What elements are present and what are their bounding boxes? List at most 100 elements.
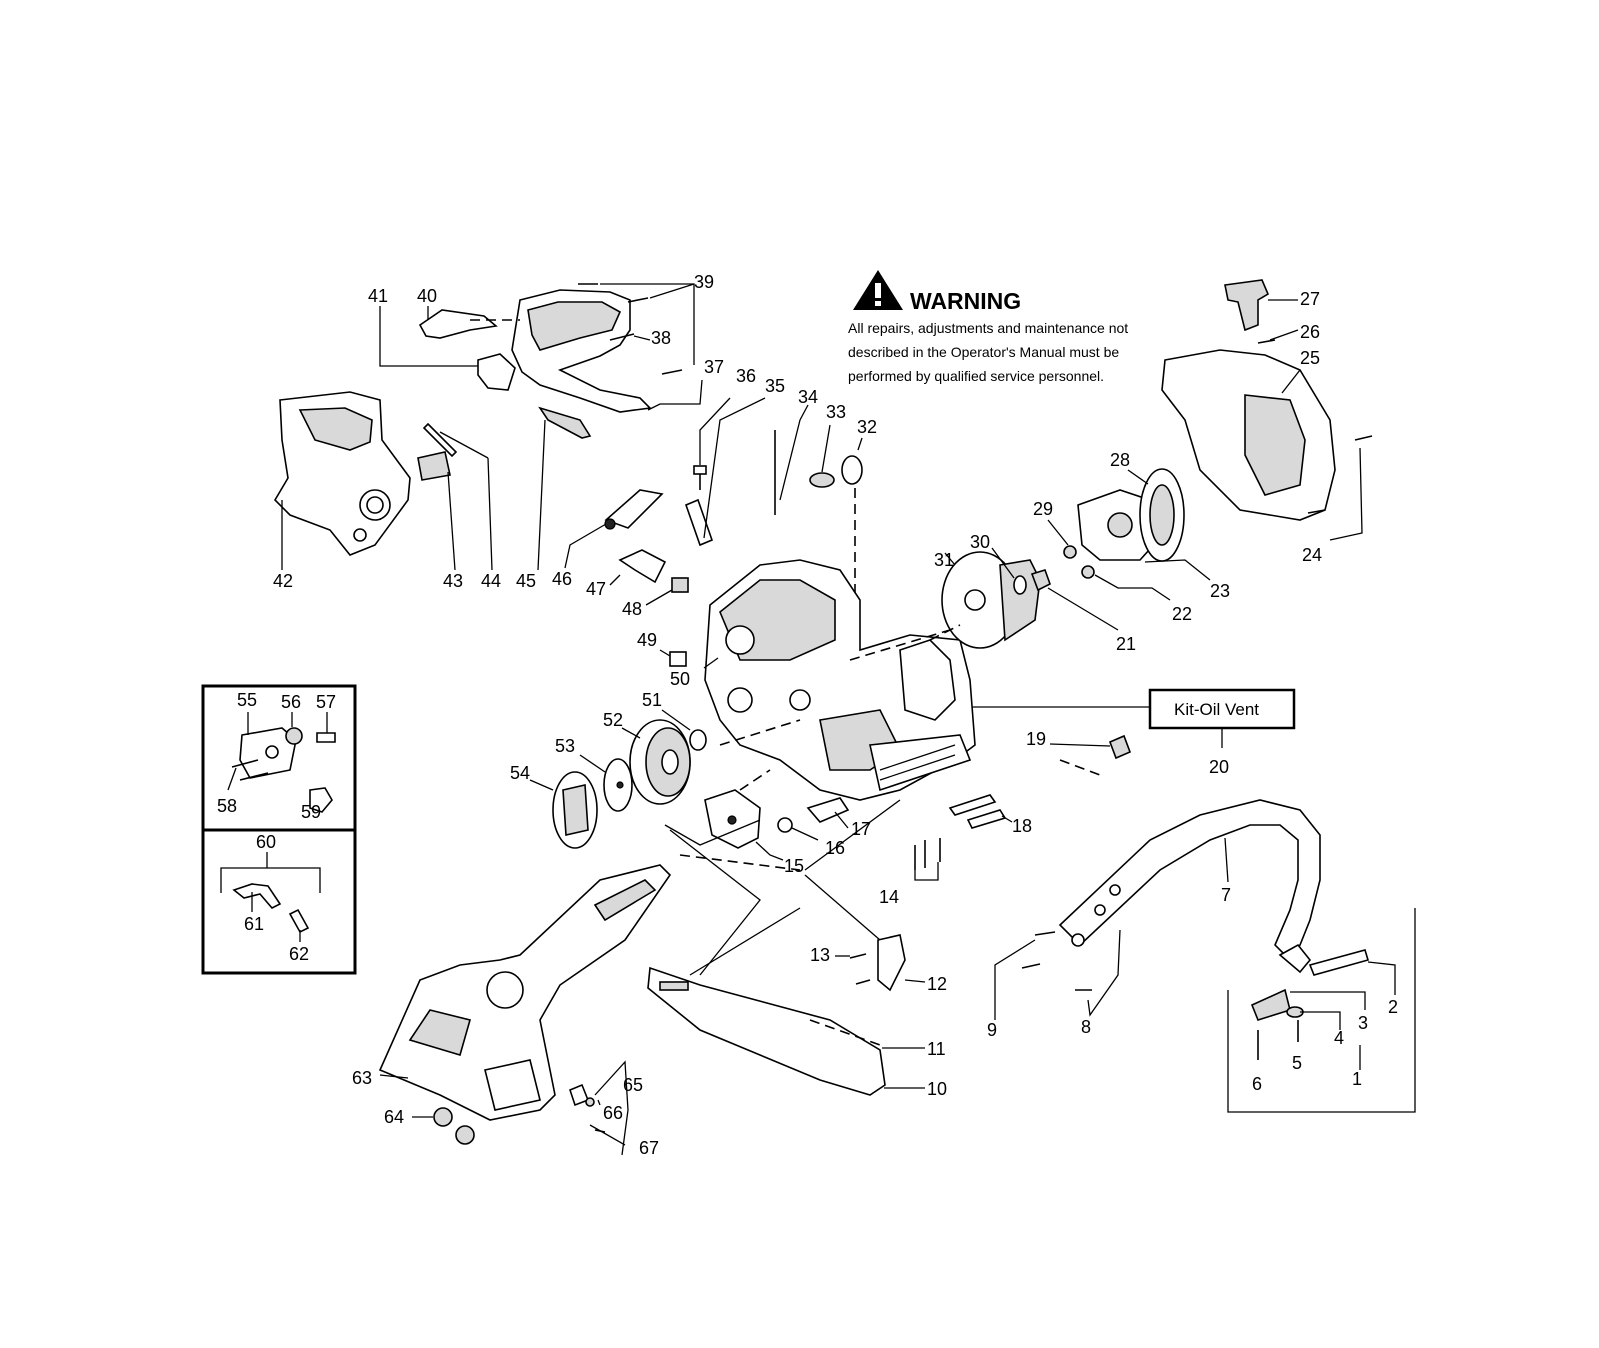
label-47: 47 xyxy=(586,579,606,599)
part-14-pins xyxy=(914,838,941,881)
part-16-screw xyxy=(777,817,819,841)
label-43: 43 xyxy=(443,571,463,591)
part-31-flywheel xyxy=(929,551,1041,649)
label-57: 57 xyxy=(316,692,336,712)
label-11: 11 xyxy=(927,1039,946,1059)
part-25-starter-housing xyxy=(1161,349,1336,521)
part-47-plate xyxy=(609,549,667,586)
label-19: 19 xyxy=(1026,729,1046,749)
part-63-side-cover xyxy=(378,864,672,1121)
part-56-seal xyxy=(285,712,303,745)
label-32: 32 xyxy=(857,417,877,437)
label-55: 55 xyxy=(237,690,257,710)
label-20: 20 xyxy=(1209,757,1229,777)
part-52-clutch-drum xyxy=(621,719,691,805)
part-29-nut xyxy=(1047,519,1077,559)
label-44: 44 xyxy=(481,571,501,591)
label-38: 38 xyxy=(651,328,671,348)
part-45-spring xyxy=(537,406,592,571)
label-40: 40 xyxy=(417,286,437,306)
part-62-hose xyxy=(288,908,310,942)
label-67: 67 xyxy=(639,1138,659,1158)
label-39: 39 xyxy=(694,272,714,292)
part-49-clip xyxy=(659,649,687,667)
label-7: 7 xyxy=(1221,885,1231,905)
part-30-washer xyxy=(991,547,1027,595)
part-36-screw xyxy=(693,397,731,490)
part-58-screws xyxy=(227,759,269,791)
label-56: 56 xyxy=(281,692,301,712)
label-42: 42 xyxy=(273,571,293,591)
label-37: 37 xyxy=(704,357,724,377)
label-25: 25 xyxy=(1300,348,1320,368)
part-21-nut xyxy=(1030,569,1119,631)
label-23: 23 xyxy=(1210,581,1230,601)
label-14: 14 xyxy=(879,887,899,907)
label-2: 2 xyxy=(1388,997,1398,1017)
label-62: 62 xyxy=(289,944,309,964)
label-34: 34 xyxy=(798,387,818,407)
label-17: 17 xyxy=(851,819,871,839)
label-58: 58 xyxy=(217,796,237,816)
part-46-lever xyxy=(564,489,664,569)
exclamation-triangle-icon xyxy=(853,270,903,310)
part-35-plate xyxy=(684,397,766,547)
crankcase xyxy=(703,559,976,801)
warning-line-2: described in the Operator's Manual must … xyxy=(848,344,1119,360)
warning-title: WARNING xyxy=(910,288,1021,314)
part-32-cap xyxy=(841,437,863,600)
part-13-screws xyxy=(835,953,871,985)
label-61: 61 xyxy=(244,914,264,934)
kit-oil-vent-box: Kit-Oil Vent xyxy=(970,688,1296,748)
label-51: 51 xyxy=(642,690,662,710)
label-52: 52 xyxy=(603,710,623,730)
label-9: 9 xyxy=(987,1020,997,1040)
part-8-screw xyxy=(1075,929,1121,1017)
part-10-guide-bar xyxy=(647,966,925,1096)
label-54: 54 xyxy=(510,763,530,783)
part-41-bracket xyxy=(379,306,516,391)
part-18-studs xyxy=(948,794,1013,829)
part-27-handle xyxy=(1224,279,1298,332)
part-24-screws xyxy=(1307,435,1373,541)
label-31: 31 xyxy=(934,550,954,570)
part-64-nuts xyxy=(412,1107,475,1145)
label-66: 66 xyxy=(603,1103,623,1123)
part-37-front-handle xyxy=(511,289,703,413)
label-60: 60 xyxy=(256,832,276,852)
label-8: 8 xyxy=(1081,1017,1091,1037)
part-54-clutch xyxy=(529,771,598,849)
label-64: 64 xyxy=(384,1107,404,1127)
label-24: 24 xyxy=(1302,545,1322,565)
label-41: 41 xyxy=(368,286,388,306)
leader-lines xyxy=(664,799,901,976)
label-22: 22 xyxy=(1172,604,1192,624)
part-34-rod xyxy=(774,404,809,515)
label-28: 28 xyxy=(1110,450,1130,470)
label-5: 5 xyxy=(1292,1053,1302,1073)
part-39-screws xyxy=(578,283,695,375)
part-55-oil-pump xyxy=(239,712,297,779)
label-29: 29 xyxy=(1033,499,1053,519)
part-26-rope xyxy=(1257,329,1299,344)
part-42-rear-handle xyxy=(273,391,411,570)
part-7-front-handle xyxy=(1058,799,1321,962)
part-12-bumper xyxy=(877,934,926,992)
part-38-screw xyxy=(609,333,651,341)
warning-line-3: performed by qualified service personnel… xyxy=(848,368,1104,384)
label-46: 46 xyxy=(552,569,572,589)
label-53: 53 xyxy=(555,736,575,756)
label-48: 48 xyxy=(622,599,642,619)
part-22-nut xyxy=(1081,565,1171,601)
part-19-nut xyxy=(1049,734,1132,776)
label-21: 21 xyxy=(1116,634,1136,654)
part-9-screws xyxy=(994,931,1056,1020)
part-40-link xyxy=(418,306,520,339)
part-53-washer xyxy=(579,754,633,812)
part-60-bracket xyxy=(220,852,321,893)
inset-box xyxy=(201,684,357,975)
label-59: 59 xyxy=(301,802,321,822)
warning-line-1: All repairs, adjustments and maintenance… xyxy=(848,320,1128,336)
label-33: 33 xyxy=(826,402,846,422)
